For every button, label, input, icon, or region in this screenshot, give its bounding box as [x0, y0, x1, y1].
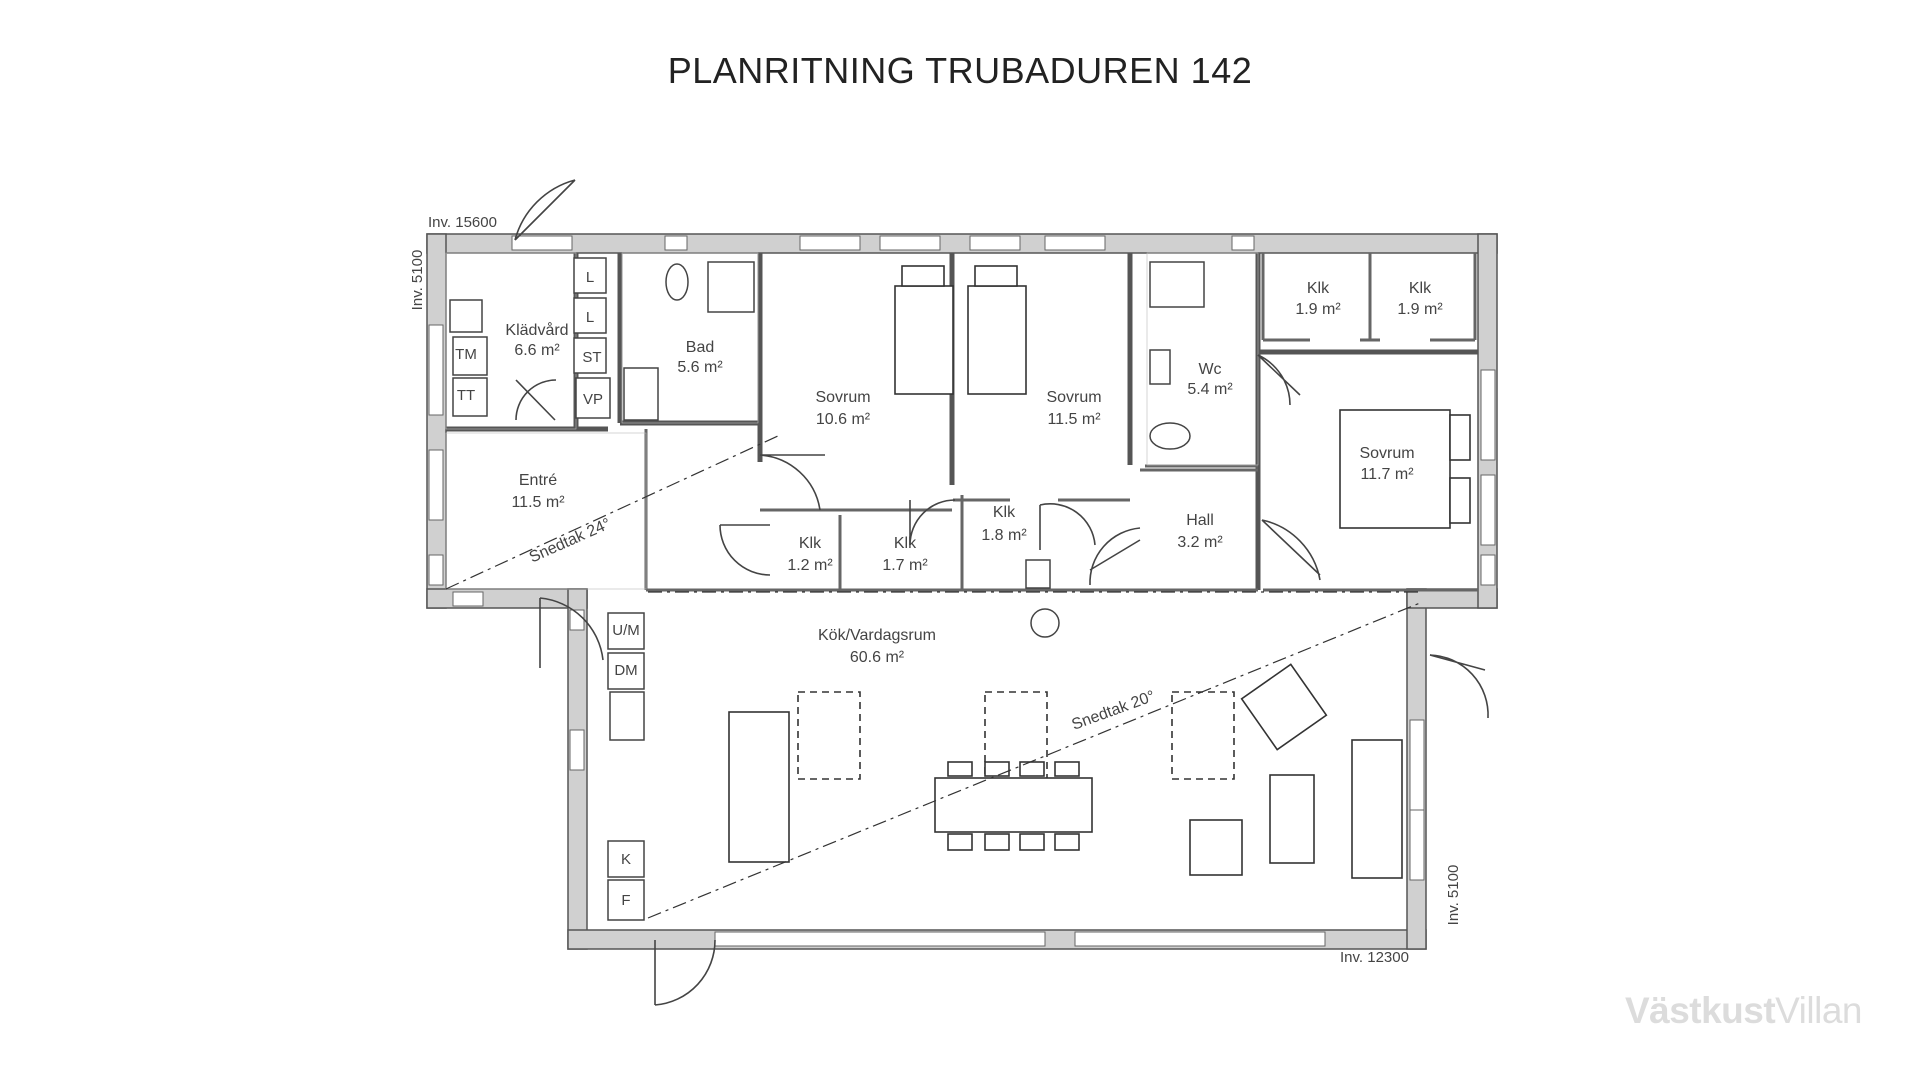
room-labels: Klädvård 6.6 m² Bad 5.6 m² Sovrum 10.6 m… — [505, 280, 1443, 666]
room-area-sovrum-3: 11.7 m² — [1360, 466, 1414, 483]
room-area-entre: 11.5 m² — [511, 494, 565, 511]
room-area-kok-vardagsrum: 60.6 m² — [850, 649, 905, 666]
room-name-wc: Wc — [1198, 361, 1221, 378]
living-furniture — [728, 663, 1403, 879]
room-name-entre: Entré — [519, 472, 557, 489]
room-area-wc: 5.4 m² — [1187, 381, 1233, 398]
room-area-sovrum-2: 11.5 m² — [1047, 411, 1101, 428]
room-name-klk-e: Klk — [993, 504, 1016, 521]
slope-lines — [445, 434, 1421, 919]
fixtures — [449, 257, 1205, 921]
room-area-kladvard: 6.6 m² — [514, 342, 560, 359]
vastkustvillan-logo: VästkustVillan — [1624, 990, 1863, 1031]
room-name-kok-vardagsrum: Kök/Vardagsrum — [818, 627, 936, 644]
dimension-right: Inv. 5100 — [1445, 865, 1462, 926]
appliance-f: F — [621, 892, 630, 909]
room-name-klk-c: Klk — [799, 535, 822, 552]
room-name-klk-a: Klk — [1307, 280, 1330, 297]
room-area-klk-b: 1.9 m² — [1397, 301, 1443, 318]
appliance-k: K — [621, 851, 631, 868]
room-name-sovrum-1: Sovrum — [815, 389, 870, 406]
room-name-kladvard: Klädvård — [505, 321, 568, 339]
room-name-bad: Bad — [686, 339, 714, 356]
room-name-hall: Hall — [1186, 512, 1214, 529]
dimension-labels: Inv. 15600 Inv. 5100 Inv. 5100 Inv. 1230… — [409, 214, 1462, 966]
appliance-st: ST — [582, 349, 601, 366]
slope-label-20: Snedtak 20° — [1070, 688, 1158, 734]
room-name-sovrum-2: Sovrum — [1046, 389, 1101, 406]
appliance-dm: DM — [614, 662, 637, 679]
slope-label-24: Snedtak 24° — [527, 515, 614, 566]
dimension-top: Inv. 15600 — [428, 214, 497, 231]
page-title: PLANRITNING TRUBADUREN 142 — [667, 50, 1253, 91]
dimension-bottom: Inv. 12300 — [1340, 949, 1409, 966]
room-area-hall: 3.2 m² — [1177, 534, 1223, 551]
appliance-vp: VP — [583, 391, 603, 408]
appliance-tt: TT — [457, 387, 475, 404]
appliance-labels: TM TT L L ST VP U/M DM K F — [455, 269, 640, 909]
doors[interactable] — [514, 179, 1489, 1006]
dimension-left: Inv. 5100 — [409, 250, 426, 311]
room-area-klk-d: 1.7 m² — [882, 557, 928, 574]
room-area-sovrum-1: 10.6 m² — [816, 411, 871, 428]
room-name-klk-d: Klk — [894, 535, 917, 552]
appliance-l2: L — [586, 309, 594, 326]
appliance-tm: TM — [455, 346, 477, 363]
room-area-klk-e: 1.8 m² — [981, 527, 1027, 544]
room-area-klk-a: 1.9 m² — [1295, 301, 1341, 318]
windows — [428, 235, 1496, 947]
appliance-l1: L — [586, 269, 594, 286]
appliance-um: U/M — [612, 622, 640, 639]
room-area-klk-c: 1.2 m² — [787, 557, 833, 574]
room-name-klk-b: Klk — [1409, 280, 1432, 297]
beds — [894, 265, 1471, 529]
room-name-sovrum-3: Sovrum — [1359, 445, 1414, 462]
room-area-bad: 5.6 m² — [677, 359, 723, 376]
